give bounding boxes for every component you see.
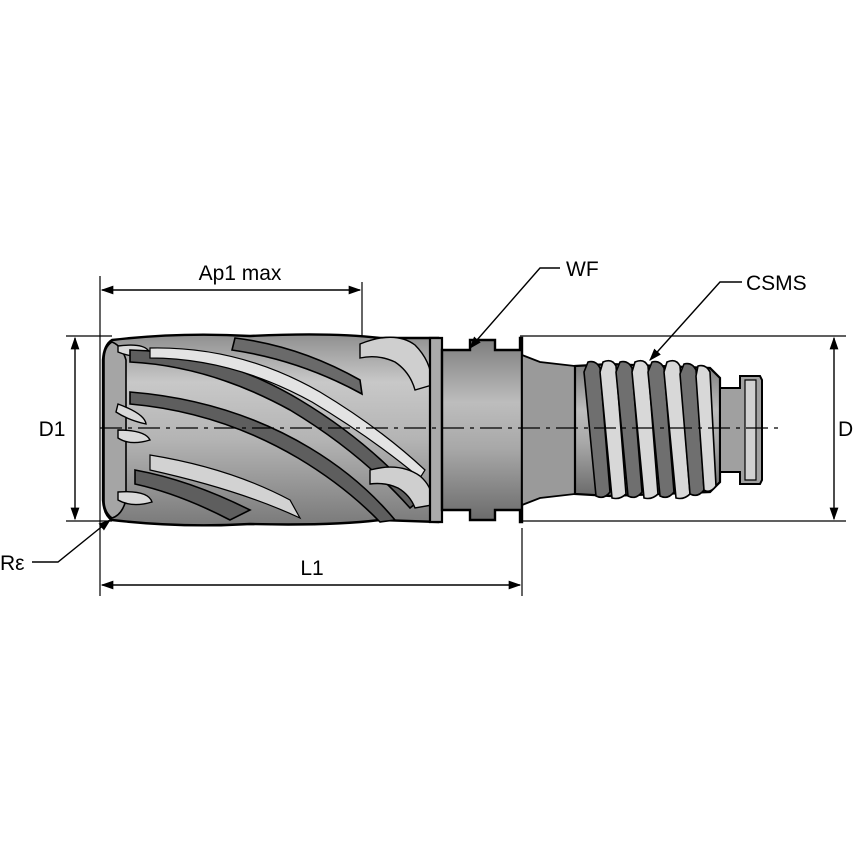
helical-flutes	[129, 336, 433, 523]
wf-leader-line	[469, 267, 560, 349]
csms-leader-line	[649, 281, 742, 361]
neck-collar	[428, 336, 576, 524]
d1-label: D1	[39, 418, 66, 441]
l1-label: L1	[300, 557, 323, 580]
re-leader-line	[32, 519, 111, 563]
wf-label: WF	[566, 258, 599, 281]
ap1max-label: Ap1 max	[199, 262, 282, 285]
csms-label: CSMS	[746, 272, 807, 295]
extension-lines	[66, 276, 846, 596]
threaded-shank	[573, 359, 763, 500]
d-label: D	[838, 418, 853, 441]
re-label: Rε	[0, 552, 25, 575]
